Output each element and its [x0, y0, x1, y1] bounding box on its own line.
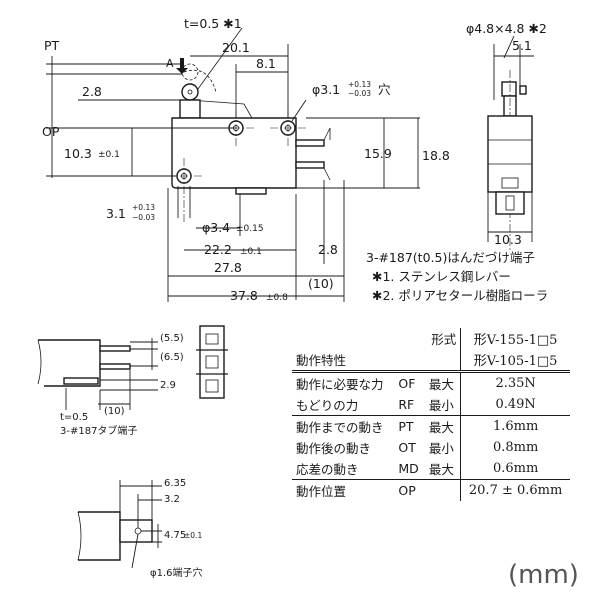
- dim-8-1: 8.1: [256, 56, 276, 71]
- dim-2-8-top: 2.8: [82, 84, 102, 99]
- dim-20-1: 20.1: [222, 40, 250, 55]
- pt-label: PT: [44, 38, 60, 53]
- lever-thickness-label: t=0.5 ✱1: [184, 16, 242, 31]
- tab-thickness: t=0.5: [60, 412, 88, 423]
- spec-header-type: 形式: [292, 328, 462, 349]
- dim-10-3: 10.3: [64, 146, 92, 161]
- spec-row: 動作に必要な力 OF 最大 2.35N: [292, 371, 570, 394]
- view-a-label: A: [166, 57, 174, 70]
- spec-header-chars: 動作特性: [292, 349, 462, 373]
- spec-model-2: 形V-105-1□5: [460, 349, 570, 373]
- tab-dim-2-9: 2.9: [160, 380, 176, 391]
- note-1: ✱1. ステンレス鋼レバー: [372, 269, 511, 284]
- tab-dim-6-5: (6.5): [160, 352, 184, 363]
- drawing-notes: 3-#187(t0.5)はんだづけ端子 ✱1. ステンレス鋼レバー ✱2. ポリ…: [366, 250, 548, 303]
- dim-27-8: 27.8: [214, 260, 242, 275]
- roller-icon: [181, 83, 199, 101]
- spec-row: 動作位置 OP 20.7 ± 0.6mm: [292, 479, 570, 501]
- hole-caption: φ1.6端子穴: [150, 566, 203, 579]
- hole-dim-4-75: 4.75: [164, 530, 186, 541]
- svg-text:穴: 穴: [378, 82, 391, 97]
- side-view: φ4.8×4.8 ✱2 5.1 10.3: [466, 21, 547, 250]
- dim-37-8: 37.8: [230, 288, 258, 303]
- svg-text:±0.1: ±0.1: [184, 531, 202, 540]
- terminals: [235, 127, 331, 195]
- terminal-hole-detail: 6.35 3.2 4.75 ±0.1 φ1.6端子穴: [77, 478, 203, 579]
- op-label: OP: [42, 124, 60, 139]
- dim-22-2: 22.2: [204, 242, 232, 257]
- spec-row: 動作後の動き OT 最小 0.8mm: [292, 437, 570, 458]
- dim-5-1: 5.1: [512, 38, 532, 53]
- hole-diameter: φ3.1: [312, 82, 340, 97]
- spec-row: 動作までの動き PT 最大 1.6mm: [292, 415, 570, 437]
- tab-dim-10: (10): [104, 406, 125, 417]
- tab-dim-5-5: (5.5): [160, 333, 184, 344]
- side-dim-10-3: 10.3: [494, 232, 522, 247]
- spec-row: 応差の動き MD 最大 0.6mm: [292, 458, 570, 480]
- svg-text:+0.13: +0.13: [132, 203, 155, 212]
- svg-text:±0.1: ±0.1: [240, 247, 262, 257]
- dim-10: (10): [308, 276, 334, 291]
- svg-text:+0.13: +0.13: [348, 80, 371, 89]
- svg-text:±0.8: ±0.8: [266, 293, 288, 303]
- svg-text:−0.03: −0.03: [348, 89, 371, 98]
- spec-model-1: 形V-155-1□5: [473, 333, 558, 348]
- dim-3-1: 3.1: [106, 206, 126, 221]
- svg-text:±0.1: ±0.1: [98, 150, 120, 160]
- dim-3-4: φ3.4: [202, 220, 230, 235]
- roller-size-label: φ4.8×4.8 ✱2: [466, 21, 547, 36]
- dim-2-8-bottom: 2.8: [318, 242, 338, 257]
- svg-text:−0.03: −0.03: [132, 213, 155, 222]
- dim-18-8: 18.8: [422, 148, 450, 163]
- terminal-note: 3-#187(t0.5)はんだづけ端子: [366, 250, 535, 265]
- dim-15-9: 15.9: [364, 146, 392, 161]
- view-a-arrow-icon: [176, 58, 188, 74]
- tab-terminal-detail: (5.5) (6.5) 2.9 (10) t=0.5 3-#187タブ端子: [37, 325, 228, 437]
- spec-row: もどりの力 RF 最小 0.49N: [292, 394, 570, 416]
- note-2: ✱2. ポリアセタール樹脂ローラ: [372, 288, 548, 303]
- svg-text:±0.15: ±0.15: [236, 224, 264, 234]
- unit-label: (mm): [508, 560, 579, 590]
- hole-dim-3-2: 3.2: [164, 494, 180, 505]
- tab-caption: 3-#187タブ端子: [60, 424, 137, 437]
- spec-table: 形式 形V-155-1□5 動作特性 形V-105-1□5 動作に必要な力 OF…: [292, 328, 570, 501]
- main-front-view: t=0.5 ✱1 20.1 8.1 A PT 2.8 OP 10.3 ±0.1 …: [42, 16, 450, 303]
- lever: [188, 99, 253, 119]
- hole-dim-6-35: 6.35: [164, 478, 186, 489]
